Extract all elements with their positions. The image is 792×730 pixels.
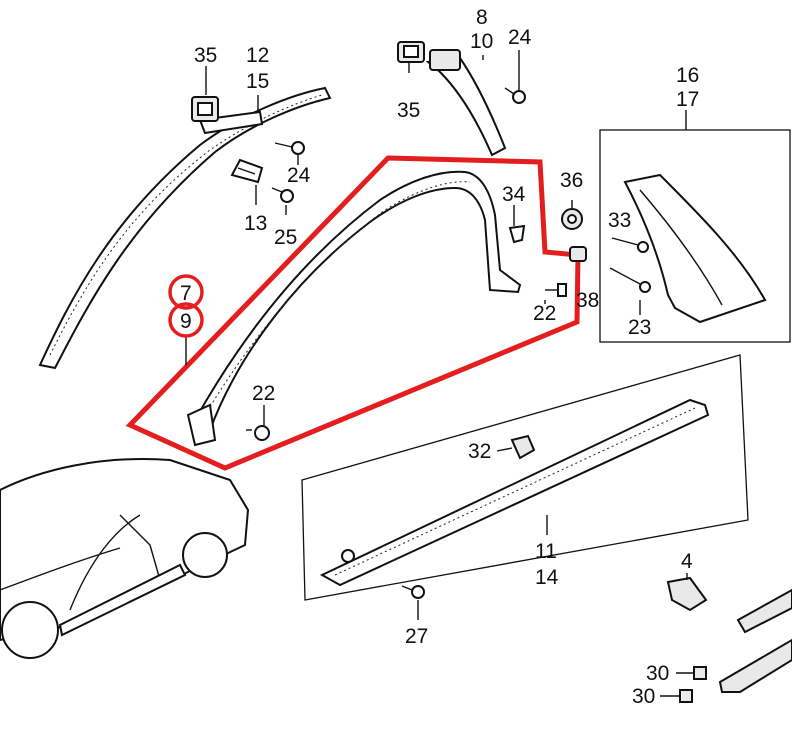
label-11: 11	[535, 540, 557, 563]
label-33: 33	[608, 209, 631, 232]
highlight-outline	[125, 155, 581, 471]
side-sill-garnish-part	[319, 398, 710, 587]
label-35-left: 35	[194, 44, 217, 67]
rear-pillar-trim-part	[425, 49, 507, 157]
callout-labels: 35 12 15 8 10 24 35 16 17 24 13 25 34 36…	[180, 6, 699, 708]
label-30-b: 30	[632, 685, 655, 708]
label-23: 23	[628, 316, 651, 339]
label-17: 17	[676, 88, 699, 111]
clip-34	[508, 224, 526, 244]
label-16: 16	[676, 64, 699, 87]
label-36: 36	[560, 169, 583, 192]
label-35-top: 35	[397, 99, 420, 122]
side-sill-box	[301, 354, 749, 601]
label-13: 13	[244, 212, 267, 235]
label-10: 10	[470, 30, 493, 53]
car-silhouette	[0, 458, 250, 659]
label-38: 38	[576, 289, 599, 312]
label-4: 4	[681, 550, 693, 573]
label-27: 27	[405, 625, 428, 648]
clip-35-left	[191, 96, 219, 122]
clip-30-a	[676, 666, 707, 680]
label-34: 34	[502, 183, 526, 206]
label-24-left: 24	[287, 164, 311, 187]
clip-30-b	[660, 689, 693, 703]
screw-24-left	[274, 141, 305, 155]
label-8: 8	[476, 6, 488, 29]
screw-22-right	[545, 283, 567, 297]
grommet-36	[561, 208, 583, 230]
highlight-circle-7	[168, 274, 204, 310]
roof-molding-part	[38, 86, 332, 370]
screw-27	[401, 585, 425, 599]
label-15: 15	[246, 70, 269, 93]
rocker-part	[718, 588, 792, 693]
door-sash-part	[186, 170, 522, 447]
screw-23	[609, 267, 651, 293]
screw-24-top	[504, 87, 526, 104]
label-25: 25	[274, 226, 297, 249]
screw-33	[611, 237, 649, 253]
label-32: 32	[468, 440, 491, 463]
leader-lines	[185, 50, 688, 620]
label-14: 14	[535, 566, 559, 589]
screw-22-bottom	[246, 425, 270, 441]
clip-35-top	[397, 41, 425, 63]
label-7: 7	[180, 282, 192, 305]
label-12: 12	[246, 44, 269, 67]
screw-25	[271, 187, 294, 203]
clip-32	[510, 434, 536, 460]
highlight-circle-9	[168, 302, 204, 338]
quarter-window-box	[599, 129, 791, 343]
grommet-38	[569, 246, 587, 262]
label-9: 9	[180, 310, 192, 333]
quarter-window-part	[623, 173, 767, 324]
clip-13	[230, 158, 264, 184]
clip-4	[666, 576, 708, 612]
label-22-right: 22	[533, 302, 556, 325]
label-22-bottom: 22	[252, 382, 275, 405]
label-30-a: 30	[646, 662, 669, 685]
label-24-top: 24	[508, 26, 532, 49]
